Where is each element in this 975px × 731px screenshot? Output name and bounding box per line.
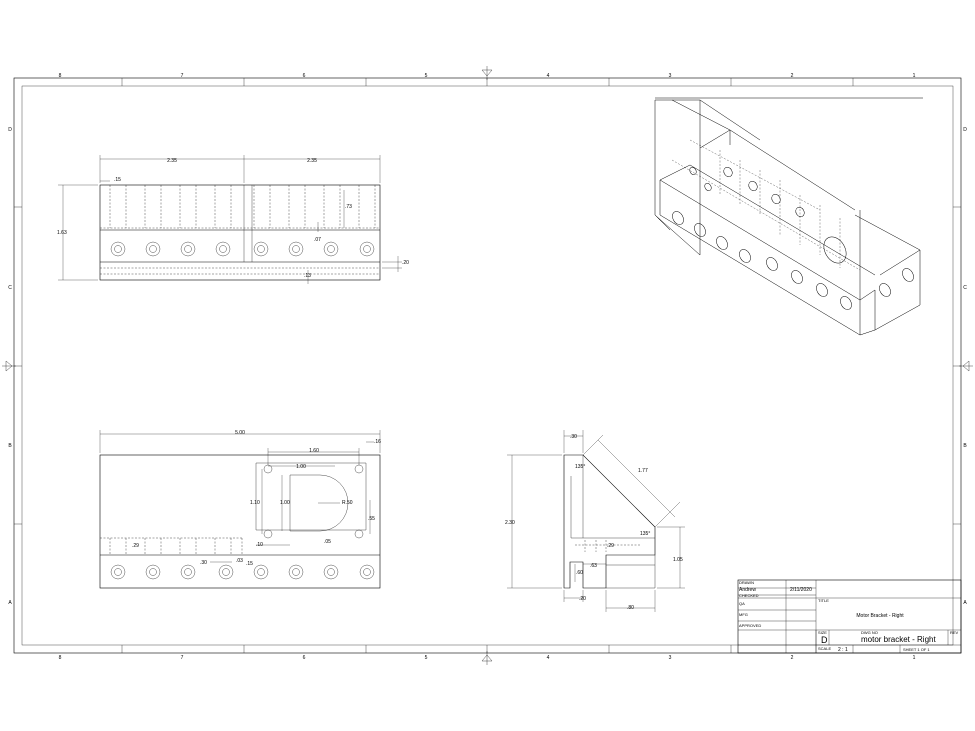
tb-rev-label: REV [950,630,959,635]
zone-label: 4 [547,655,550,661]
zone-label: 8 [59,655,62,661]
zone-label: 7 [181,73,184,79]
top-view: 5.00 1.60 1.00 1.10 1.00 R.50 .16 .55 .0… [99,430,381,589]
dim-hole-span: 1.60 [309,448,319,454]
tb-title-label: TITLE [818,598,829,603]
dim-rib: .07 [314,237,321,243]
dim-bottom-step: .20 [402,260,409,266]
dim-hole-dia: .16 [374,439,381,445]
zone-label: 4 [547,73,550,79]
tb-mfg-label: MFG [739,612,748,617]
inner-border [21,85,954,646]
tb-title: Motor Bracket - Right [856,613,904,619]
dim-angle-bottom: 135° [640,531,650,537]
dim-width-left: 2.35 [167,158,177,164]
dim-slot-depth: .73 [345,204,352,210]
tb-drawn-label: DRAWN [739,580,754,585]
dim-side-lip: .29 [607,543,614,549]
tb-dwg-no-label: DWG NO [861,630,878,635]
zone-label: D [963,127,967,133]
zone-label: 3 [669,73,672,79]
zone-label: C [963,285,967,291]
dim-side-height: 2.30 [505,520,515,526]
tb-date: 2/11/2020 [790,587,812,593]
tb-size: D [821,635,828,645]
zone-labels-bottom: 8 7 6 5 4 3 2 1 [59,655,916,661]
zone-label: B [8,443,12,449]
zone-labels-left: D C B A [8,127,12,606]
dim-small-offset: .05 [324,539,331,545]
zone-label: 5 [425,73,428,79]
dim-right-height: 1.05 [673,557,683,563]
tb-dwg-no: motor bracket - Right [861,635,936,644]
dim-slot-width: 1.00 [296,464,306,470]
zone-labels-top: 8 7 6 5 4 3 2 1 [59,73,916,79]
side-dimensions [507,430,685,612]
front-view: 2.35 2.35 .15 1.63 .73 .07 .20 .13 [57,155,409,284]
dim-hole-spacing: .30 [200,560,207,566]
top-holes [110,564,375,580]
zone-labels-right: D C B A [963,127,967,606]
zone-label: 6 [303,655,306,661]
dim-tiny-b: .15 [246,561,253,567]
title-block: DRAWN Andrew 2/11/2020 CHECKED QA MFG AP… [737,579,962,654]
dim-bottom-gap: .13 [304,273,311,279]
dim-width-right: 2.35 [307,158,317,164]
dim-slot-height-outer: 1.10 [250,500,260,506]
zone-label: 2 [791,73,794,79]
zone-label: C [8,285,12,291]
outer-border [13,77,962,654]
dim-base: .20 [579,596,586,602]
zone-ticks [14,78,961,653]
tb-checked-label: CHECKED [739,593,759,598]
dim-radius: R.50 [342,500,353,506]
zone-label: A [8,600,12,606]
iso-holes [672,166,914,310]
tb-sheet: SHEET 1 OF 1 [903,647,930,652]
zone-label: 1 [913,73,916,79]
tb-scale: 2 : 1 [838,647,848,653]
side-view: .30 135° 1.77 135° 2.30 1.05 .29 .63 .60… [505,430,685,612]
zone-label: 1 [913,655,916,661]
dim-foot: .63 [590,563,597,569]
zone-label: 7 [181,655,184,661]
zone-label: 2 [791,655,794,661]
dim-lip: .29 [132,543,139,549]
zone-label: A [963,600,967,606]
tb-approved-label: APPROVED [739,623,761,628]
dim-top-thk: .30 [570,434,577,440]
isometric-view [654,97,923,336]
dim-base-right: .80 [627,605,634,611]
dim-step: .60 [576,570,583,576]
zone-label: 5 [425,655,428,661]
dim-slot-height-inner: 1.00 [280,500,290,506]
dim-angle-top: 135° [575,464,585,470]
tb-scale-label: SCALE [818,646,831,651]
front-dimensions [58,155,402,284]
dim-diagonal: 1.77 [638,468,648,474]
dim-height: 1.63 [57,230,67,236]
zone-label: B [963,443,967,449]
tb-qa-label: QA [739,601,745,606]
centering-marks [2,66,973,665]
top-dimensions [99,430,381,563]
tb-drawn-by: Andrew [739,587,756,593]
dim-offset-top: .15 [114,177,121,183]
dim-tiny-a: .03 [236,558,243,564]
dim-overall: 5.00 [235,430,245,436]
dim-right-edge: .55 [368,516,375,522]
zone-label: D [8,127,12,133]
tb-size-label: SIZE [818,630,827,635]
zone-label: 8 [59,73,62,79]
dim-left-offset: .10 [256,542,263,548]
zone-label: 3 [669,655,672,661]
front-holes [110,241,375,257]
zone-label: 6 [303,73,306,79]
